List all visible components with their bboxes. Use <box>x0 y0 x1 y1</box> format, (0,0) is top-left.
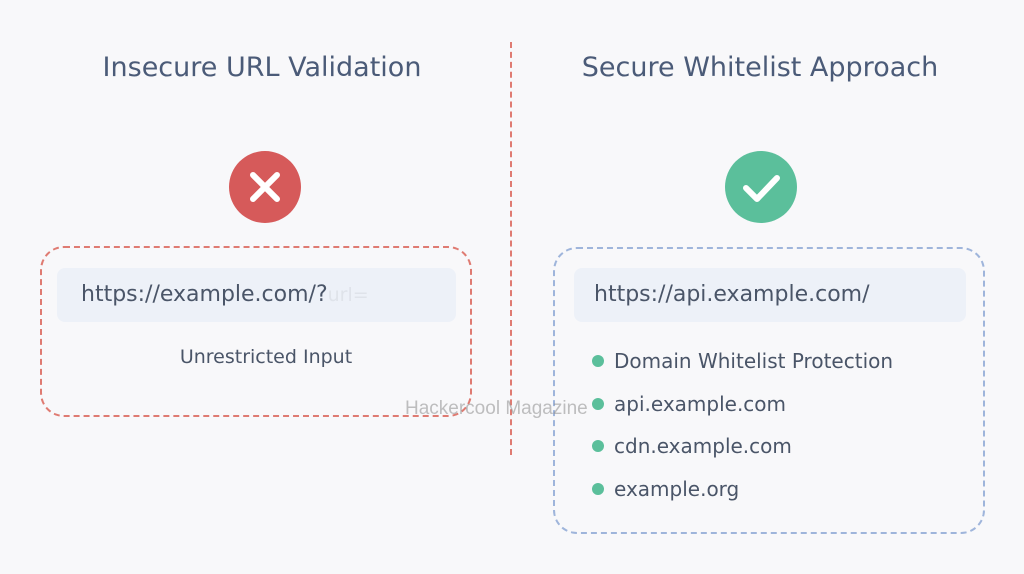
secure-panel <box>553 247 985 534</box>
check-icon <box>725 151 797 223</box>
url-param-text: url= <box>327 284 369 306</box>
section-divider <box>510 42 512 455</box>
insecure-title: Insecure URL Validation <box>102 52 422 83</box>
bullet-dot-icon <box>592 355 604 367</box>
bullet-dot-icon <box>592 440 604 452</box>
watermark: Hackercool Magazine <box>405 398 588 419</box>
url-text: https://example.com/? <box>81 282 328 307</box>
insecure-panel <box>40 246 472 417</box>
bullet-dot-icon <box>592 398 604 410</box>
unrestricted-input-caption: Unrestricted Input <box>179 346 353 368</box>
secure-url-field: https://api.example.com/ <box>574 268 966 322</box>
insecure-url-field: https://example.com/?url= <box>57 268 456 322</box>
secure-title: Secure Whitelist Approach <box>581 52 939 83</box>
x-icon <box>229 151 301 223</box>
bullet-dot-icon <box>592 483 604 495</box>
